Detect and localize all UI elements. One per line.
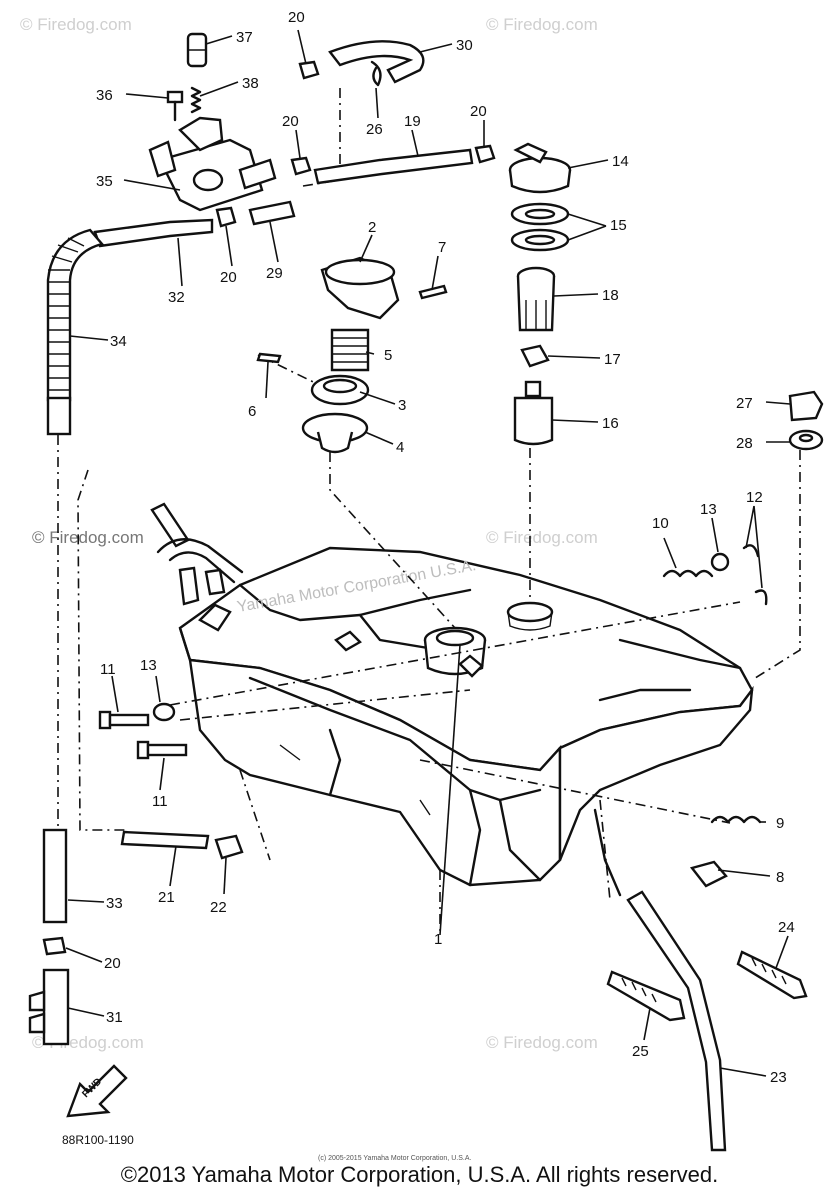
spring-5 <box>330 328 370 372</box>
callout-25: 25 <box>632 1043 649 1060</box>
fitting-37 <box>186 32 208 68</box>
callout-18: 18 <box>602 287 619 304</box>
strap-24 <box>736 950 808 1000</box>
callout-37: 37 <box>236 29 253 46</box>
watermark: © Firedog.com <box>486 528 598 547</box>
spring-38 <box>190 86 202 114</box>
callout-30: 30 <box>456 37 473 54</box>
callout-1: 1 <box>434 931 442 948</box>
cap-2 <box>320 256 400 320</box>
nut-27 <box>788 390 824 422</box>
hose-32 <box>93 218 214 248</box>
callout-27: 27 <box>736 395 753 412</box>
tee-fitting-31 <box>28 968 70 1046</box>
vent-hose <box>150 502 244 606</box>
copyright-notice: ©2013 Yamaha Motor Corporation, U.S.A. A… <box>120 1162 719 1187</box>
spring-10 <box>662 569 714 578</box>
washer-13 <box>710 552 730 572</box>
watermark: © Firedog.com <box>486 1033 598 1052</box>
hose-30 <box>328 40 425 84</box>
clamp-22 <box>214 834 244 860</box>
callout-20: 20 <box>282 113 299 130</box>
cap-14 <box>508 142 572 194</box>
callout-23: 23 <box>770 1069 787 1086</box>
callout-36: 36 <box>96 87 113 104</box>
watermark: © Firedog.com <box>20 15 132 34</box>
watermarks: © Firedog.com © Firedog.com © Firedog.co… <box>20 15 598 1052</box>
hose-23 <box>626 890 727 1152</box>
fine-print: (c) 2005-2015 Yamaha Motor Corporation, … <box>318 1155 471 1162</box>
fuel-cock-35 <box>148 116 277 212</box>
callout-13: 13 <box>700 501 717 518</box>
spring-9 <box>710 815 762 824</box>
pin-6 <box>256 352 282 364</box>
callout-7: 7 <box>438 239 446 256</box>
screw-36 <box>166 90 184 122</box>
clamp-17 <box>520 344 550 368</box>
strap-25 <box>606 970 686 1022</box>
pipe-21 <box>120 830 210 850</box>
callout-21: 21 <box>158 889 175 906</box>
diagram-code: 88R100-1190 <box>62 1133 134 1147</box>
callout-32: 32 <box>168 289 185 306</box>
callout-11: 11 <box>152 793 168 810</box>
callout-8: 8 <box>776 869 784 886</box>
clip-12 <box>742 544 768 606</box>
callout-33: 33 <box>106 895 123 912</box>
callout-16: 16 <box>602 415 619 432</box>
callout-29: 29 <box>266 265 283 282</box>
corrugated-hose-34 <box>46 228 105 436</box>
callout-20: 20 <box>220 269 237 286</box>
hose-19 <box>313 148 474 185</box>
callout-17: 17 <box>604 351 621 368</box>
cap-8 <box>689 860 728 888</box>
callout-38: 38 <box>242 75 259 92</box>
callout-15: 15 <box>610 217 627 234</box>
callout-4: 4 <box>396 439 404 456</box>
washer-28 <box>788 429 824 451</box>
callout-35: 35 <box>96 173 113 190</box>
callout-20: 20 <box>470 103 487 120</box>
filter-18 <box>516 266 556 332</box>
callout-20: 20 <box>104 955 121 972</box>
callout-31: 31 <box>106 1009 123 1026</box>
pin-7 <box>418 284 448 300</box>
callout-leaders <box>65 29 791 1077</box>
ring-3 <box>310 374 370 406</box>
callout-numbers: 1 2 3 4 5 6 7 8 9 10 11 11 12 13 13 14 1… <box>96 9 795 1086</box>
callout-6: 6 <box>248 403 256 420</box>
callout-34: 34 <box>110 333 127 350</box>
callout-19: 19 <box>404 113 421 130</box>
callout-24: 24 <box>778 919 795 936</box>
callout-5: 5 <box>384 347 392 364</box>
watermark: © Firedog.com <box>32 528 144 547</box>
callout-28: 28 <box>736 435 753 452</box>
hose-33 <box>42 828 68 924</box>
washer-15 <box>510 202 570 252</box>
bolt-11 <box>98 710 188 760</box>
callout-12: 12 <box>746 489 763 506</box>
watermark: © Firedog.com <box>486 15 598 34</box>
callout-26: 26 <box>366 121 383 138</box>
callout-22: 22 <box>210 899 227 916</box>
strainer-16 <box>513 380 554 446</box>
callout-13: 13 <box>140 657 157 674</box>
callout-9: 9 <box>776 815 784 832</box>
washer-13 <box>152 702 176 722</box>
grommet-4 <box>301 412 369 454</box>
fuel-tank <box>178 546 754 897</box>
hose-29 <box>248 200 296 226</box>
callout-2: 2 <box>368 219 376 236</box>
forward-arrow: FWD <box>66 1064 128 1118</box>
callout-11: 11 <box>100 661 116 678</box>
callout-14: 14 <box>612 153 629 170</box>
clip-26 <box>370 60 382 87</box>
callout-10: 10 <box>652 515 669 532</box>
callout-20: 20 <box>288 9 305 26</box>
assembly-lines <box>57 88 801 935</box>
callout-3: 3 <box>398 397 406 414</box>
hose-clamp <box>42 60 496 956</box>
